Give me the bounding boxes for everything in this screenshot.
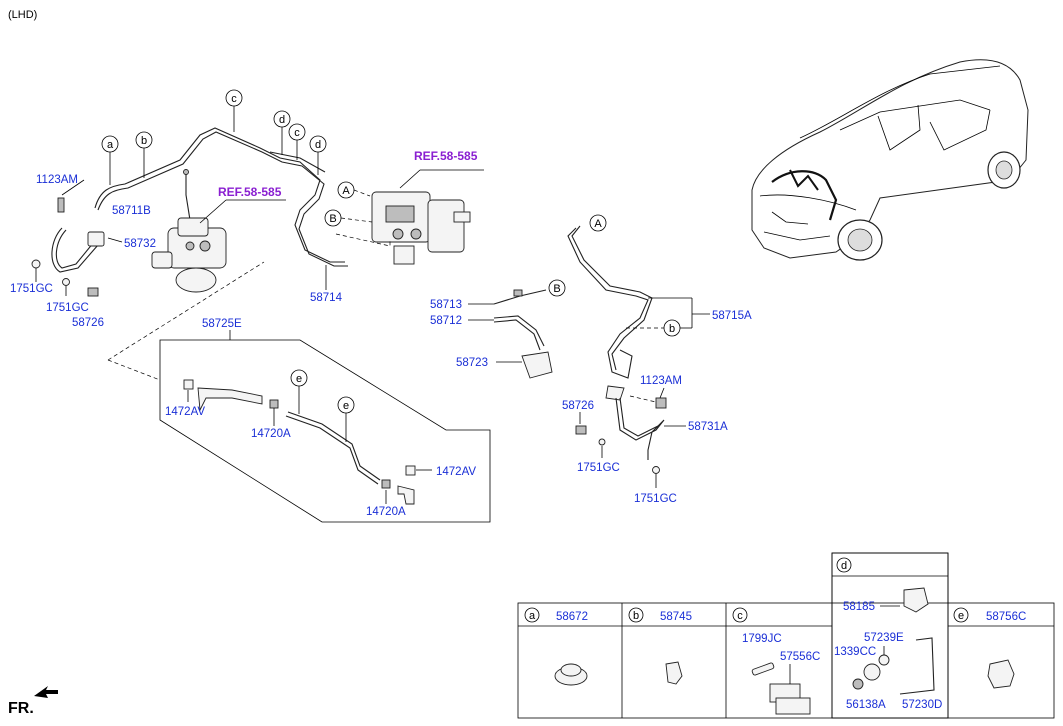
callout-d-top2[interactable]: d xyxy=(309,135,327,153)
svg-text:A: A xyxy=(594,218,602,230)
table-cell-a: a 58672 xyxy=(524,607,588,686)
part-1799JC[interactable]: 1799JC xyxy=(742,633,782,645)
part-1751GC-right2[interactable]: 1751GC xyxy=(634,493,677,505)
svg-text:B: B xyxy=(329,213,336,225)
front-arrow-icon xyxy=(34,686,58,698)
part-58185[interactable]: 58185 xyxy=(843,601,875,613)
callout-A-right[interactable]: A xyxy=(589,214,607,232)
bolt-1123AM-right xyxy=(655,397,667,409)
part-58672[interactable]: 58672 xyxy=(556,611,588,623)
tube-piece-e xyxy=(285,415,379,485)
brake-hose-58732 xyxy=(51,227,105,273)
svg-text:e: e xyxy=(296,373,302,385)
clip-58185 xyxy=(903,587,929,613)
variant-label: (LHD) xyxy=(8,9,37,21)
part-1123AM-left[interactable]: 1123AM xyxy=(36,174,78,186)
callout-c-top[interactable]: c xyxy=(225,89,243,107)
callout-e-kit2[interactable]: e xyxy=(337,396,355,414)
left-assembly: REF.58-585 a b c xyxy=(10,89,348,329)
table-cell-b: b 58745 xyxy=(628,607,692,685)
callout-c-top2[interactable]: c xyxy=(288,123,306,141)
callout-A-center[interactable]: A xyxy=(337,181,355,199)
part-57556C[interactable]: 57556C xyxy=(780,651,820,663)
svg-text:d: d xyxy=(841,560,847,572)
svg-text:B: B xyxy=(553,283,560,295)
part-1751GC-left1[interactable]: 1751GC xyxy=(10,283,53,295)
svg-text:b: b xyxy=(633,610,639,622)
bolt-1123AM-left xyxy=(57,197,65,213)
part-58726-left[interactable]: 58726 xyxy=(72,317,104,329)
parts-table: a 58672 b 58745 c 1799JC 57556C d xyxy=(517,552,1055,719)
part-58725E[interactable]: 58725E xyxy=(202,318,242,330)
svg-text:b: b xyxy=(141,135,147,147)
part-1472AV-right[interactable]: 1472AV xyxy=(436,466,476,478)
part-58723[interactable]: 58723 xyxy=(456,357,488,369)
bracket-57230D xyxy=(899,637,935,695)
part-57239E[interactable]: 57239E xyxy=(864,632,904,644)
svg-text:a: a xyxy=(529,610,536,622)
svg-text:c: c xyxy=(231,93,237,105)
front-direction-indicator: FR. xyxy=(8,686,58,717)
callout-a-left[interactable]: a xyxy=(101,135,119,153)
part-58726-right[interactable]: 58726 xyxy=(562,400,594,412)
callout-d-top1[interactable]: d xyxy=(273,110,291,128)
table-cell-e: e 58756C xyxy=(953,607,1026,689)
brake-tube-58715A xyxy=(567,227,649,379)
svg-text:FR.: FR. xyxy=(8,700,34,717)
svg-text:A: A xyxy=(342,185,350,197)
abs-module-center xyxy=(371,191,471,265)
part-14720A-2[interactable]: 14720A xyxy=(366,506,406,518)
callout-B-center[interactable]: B xyxy=(324,209,342,227)
callout-e-kit1[interactable]: e xyxy=(290,369,308,387)
table-cell-c: c 1799JC 57556C xyxy=(732,607,820,715)
kit-58725E: 58725E e e 1472AV 14720A 1472AV 14720A xyxy=(107,261,491,523)
callout-B-right[interactable]: B xyxy=(548,279,566,297)
ref-label-center[interactable]: REF.58-585 xyxy=(414,149,478,163)
bolt-58726-right xyxy=(575,425,587,435)
part-58713[interactable]: 58713 xyxy=(430,299,462,311)
right-assembly: A b 58715A 1123AM 58726 58731A 1751GC 17… xyxy=(562,214,752,505)
callout-b-left[interactable]: b xyxy=(135,131,153,149)
part-58731A[interactable]: 58731A xyxy=(688,421,728,433)
center-abs-assembly: REF.58-585 A B xyxy=(324,149,484,265)
svg-text:c: c xyxy=(294,127,300,139)
table-cell-d: d 58185 57239E 1339CC 56138A 57230D xyxy=(834,557,942,711)
ref-label-left[interactable]: REF.58-585 xyxy=(218,185,282,199)
svg-text:c: c xyxy=(737,610,743,622)
part-58714[interactable]: 58714 xyxy=(310,292,343,304)
brake-tube-58711B xyxy=(94,127,345,263)
clip-58745 xyxy=(665,661,683,685)
part-14720A-1[interactable]: 14720A xyxy=(251,428,291,440)
part-1751GC-right1[interactable]: 1751GC xyxy=(577,462,620,474)
brake-hose-58731A xyxy=(615,397,665,460)
bracket-58723 xyxy=(521,351,553,379)
part-58732[interactable]: 58732 xyxy=(124,238,156,250)
part-58756C[interactable]: 58756C xyxy=(986,611,1026,623)
right-center-tubes: B 58713 58712 58723 xyxy=(430,279,566,379)
abs-module-left xyxy=(151,217,227,293)
part-58712[interactable]: 58712 xyxy=(430,315,462,327)
svg-text:e: e xyxy=(343,400,349,412)
part-1339CC[interactable]: 1339CC xyxy=(834,646,876,658)
svg-text:b: b xyxy=(669,323,675,335)
bolt-58726-left xyxy=(87,287,99,297)
part-58715A[interactable]: 58715A xyxy=(712,310,752,322)
part-1751GC-left2[interactable]: 1751GC xyxy=(46,302,89,314)
part-58745[interactable]: 58745 xyxy=(660,611,692,623)
svg-text:a: a xyxy=(107,139,114,151)
svg-text:d: d xyxy=(279,114,285,126)
hose-piece-1 xyxy=(197,387,263,412)
grommet-1472AV-left xyxy=(183,379,194,390)
svg-text:e: e xyxy=(958,610,964,622)
part-57230D[interactable]: 57230D xyxy=(902,699,942,711)
callout-b-right[interactable]: b xyxy=(663,319,681,337)
car-illustration xyxy=(751,59,1029,261)
part-56138A[interactable]: 56138A xyxy=(846,699,886,711)
svg-text:d: d xyxy=(315,139,321,151)
part-1472AV-left[interactable]: 1472AV xyxy=(165,406,205,418)
part-58711B[interactable]: 58711B xyxy=(112,205,151,217)
clip-58756C xyxy=(987,659,1015,689)
part-1123AM-right[interactable]: 1123AM xyxy=(640,375,682,387)
